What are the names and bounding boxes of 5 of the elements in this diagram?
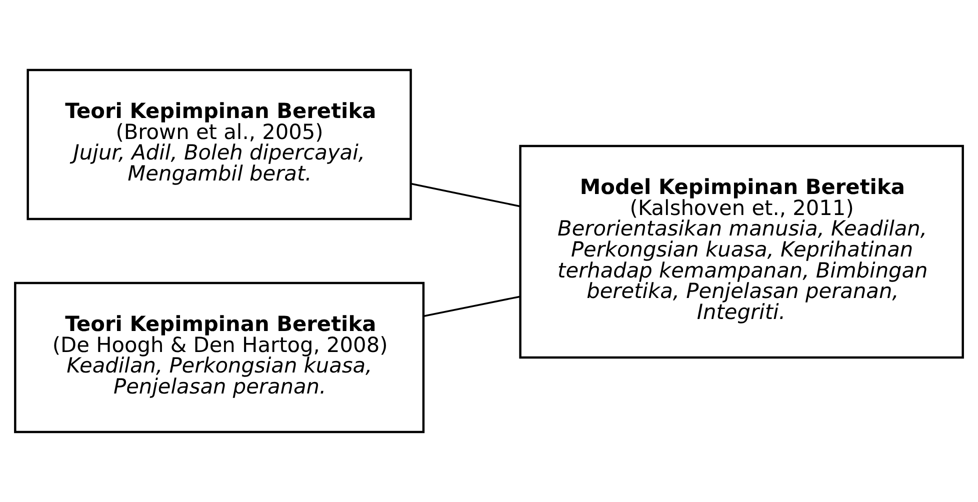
connector [424,296,520,318]
node-box: Teori Kepimpinan Beretika (De Hoogh & Den Hartog, 2008) Keadilan, Perkongsian kuasa, Penjelasan peranan. [14,282,425,434]
node-box: Model Kepimpinan Beretika (Kalshoven et., 2011) Berorientasikan manusia, Keadilan, Perkongsian kuasa, Keprihatinan terhadap kemampanan, Bimbingan beretika, Penjelasan peranan, Integriti. [519,144,964,359]
node-box: Teori Kepimpinan Beretika (Brown et al., 2005) Jujur, Adil, Boleh dipercayai, Mengambil berat. [26,68,412,220]
connector [411,182,520,208]
